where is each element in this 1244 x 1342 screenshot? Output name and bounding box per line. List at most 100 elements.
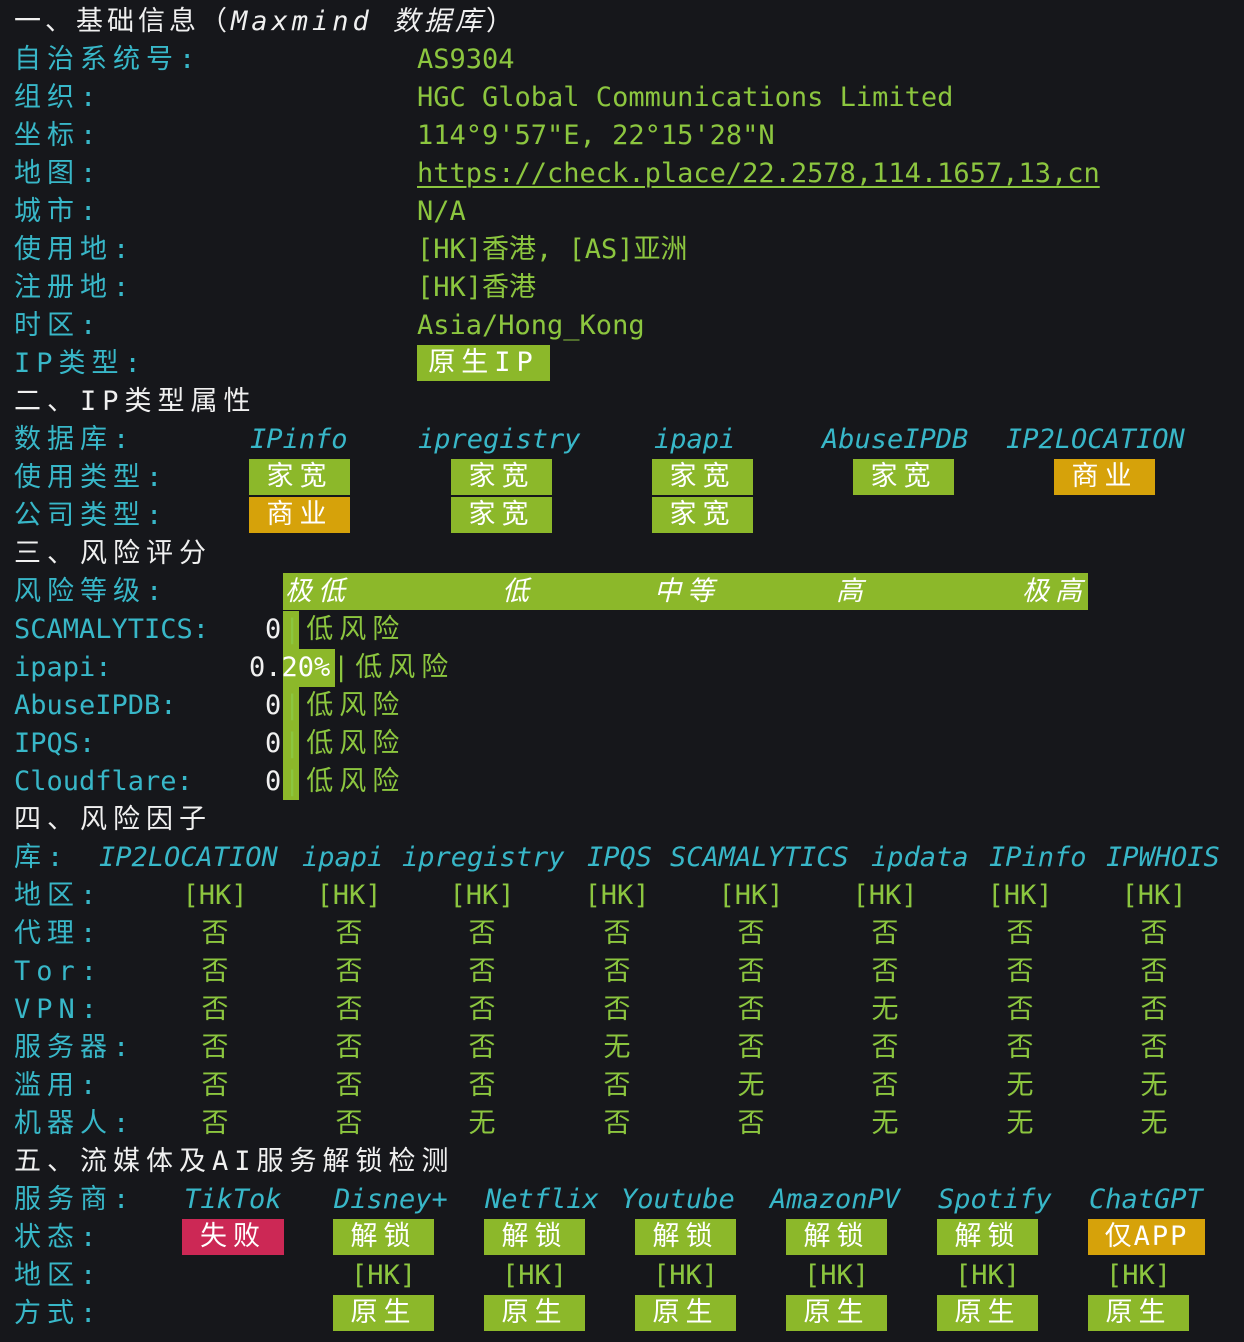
method-chatgpt: 原生: [1088, 1295, 1189, 1331]
factor-row-label: Tor:: [14, 956, 104, 987]
label-ip-type: IP类型:: [14, 348, 147, 379]
company-type-ipinfo: 商业: [249, 497, 350, 533]
factor-cell: 否: [603, 956, 631, 987]
label-risk-level: 风险等级:: [14, 576, 169, 607]
label-registered: 注册地:: [14, 272, 136, 303]
company-type-ipapi: 家宽: [652, 497, 753, 533]
factor-cell: 无: [871, 994, 899, 1025]
factor-db-ip2location: IP2LOCATION: [99, 842, 278, 873]
risk-score-ipapi-frac: 20%: [281, 652, 331, 683]
factor-cell: [HK]: [584, 880, 650, 911]
factor-cell: 否: [1006, 1032, 1034, 1063]
risk-score-cloudflare: 0: [265, 766, 282, 797]
label-library: 库:: [14, 842, 70, 873]
factor-cell: 否: [468, 1070, 496, 1101]
db-ip2location: IP2LOCATION: [1006, 424, 1185, 455]
factor-cell: 否: [603, 918, 631, 949]
usage-type-abuseipdb: 家宽: [853, 459, 954, 495]
factor-cell: 否: [201, 1032, 229, 1063]
status-tiktok: 失败: [182, 1219, 284, 1255]
service-spotify: Spotify: [938, 1184, 1052, 1215]
factor-cell: 否: [737, 1108, 765, 1139]
factor-cell: 无: [1140, 1070, 1168, 1101]
factor-cell: 无: [737, 1070, 765, 1101]
factor-cell: 否: [603, 1070, 631, 1101]
service-chatgpt: ChatGPT: [1089, 1184, 1203, 1215]
section-title-streaming: 五、流媒体及AI服务解锁检测: [14, 1146, 455, 1177]
status-spotify: 解锁: [937, 1219, 1038, 1255]
scale-very-low: 极低: [285, 576, 351, 607]
value-registered: [HK]香港: [417, 272, 537, 303]
region-spotify: [HK]: [954, 1260, 1021, 1291]
label-usage-type: 使用类型:: [14, 462, 169, 493]
factor-cell: 否: [1140, 956, 1168, 987]
risk-score-ipapi: 0.20%: [249, 649, 330, 687]
factor-db-ipdata: ipdata: [871, 842, 969, 873]
factor-cell: 无: [468, 1108, 496, 1139]
score-bar-ipapi-extension: [283, 649, 335, 687]
factor-row-label: 机器人:: [14, 1108, 136, 1139]
label-city: 城市:: [14, 196, 103, 227]
factor-cell: [HK]: [316, 880, 382, 911]
factor-cell: 否: [603, 994, 631, 1025]
status-youtube: 解锁: [635, 1219, 736, 1255]
region-disney: [HK]: [350, 1260, 417, 1291]
db-abuseipdb: AbuseIPDB: [822, 424, 969, 455]
section-title-ip-type: 二、IP类型属性: [14, 386, 257, 417]
label-asn: 自治系统号:: [14, 44, 202, 75]
factor-cell: 否: [871, 1032, 899, 1063]
factor-cell: 否: [1006, 918, 1034, 949]
factor-cell: 否: [335, 1108, 363, 1139]
factor-cell: 否: [871, 918, 899, 949]
factor-cell: 无: [1140, 1108, 1168, 1139]
risk-name-cloudflare: Cloudflare:: [14, 766, 193, 797]
label-usage-location: 使用地:: [14, 234, 136, 265]
region-youtube: [HK]: [652, 1260, 719, 1291]
risk-label-ipqs: |低风险: [284, 728, 406, 759]
factor-cell: [HK]: [718, 880, 784, 911]
factor-db-ipwhois: IPWHOIS: [1106, 842, 1220, 873]
factor-cell: 否: [737, 994, 765, 1025]
factor-cell: 否: [201, 994, 229, 1025]
map-link[interactable]: https://check.place/22.2578,114.1657,13,…: [417, 158, 1100, 189]
factor-cell: 否: [201, 956, 229, 987]
label-database: 数据库:: [14, 424, 136, 455]
factor-cell: 否: [1140, 918, 1168, 949]
status-amazonpv: 解锁: [786, 1219, 887, 1255]
factor-cell: 否: [737, 1032, 765, 1063]
factor-db-ipregistry: ipregistry: [402, 842, 565, 873]
factor-cell: [HK]: [182, 880, 248, 911]
value-usage-location: [HK]香港, [AS]亚洲: [417, 234, 688, 265]
db-ipinfo: IPinfo: [250, 424, 348, 455]
db-ipregistry: ipregistry: [418, 424, 581, 455]
factor-cell: 否: [335, 994, 363, 1025]
factor-cell: 否: [1140, 994, 1168, 1025]
scale-very-high: 极高: [1022, 576, 1088, 607]
value-org: HGC Global Communications Limited: [417, 82, 954, 113]
factor-cell: 否: [335, 918, 363, 949]
region-amazonpv: [HK]: [803, 1260, 870, 1291]
value-coords: 114°9'57"E, 22°15'28"N: [417, 120, 775, 151]
section-title-risk: 三、风险评分: [14, 538, 212, 569]
risk-name-ipapi: ipapi:: [14, 652, 112, 683]
usage-type-ipapi: 家宽: [652, 459, 753, 495]
risk-name-abuseipdb: AbuseIPDB:: [14, 690, 177, 721]
factor-cell: 否: [335, 956, 363, 987]
factor-db-ipinfo: IPinfo: [989, 842, 1087, 873]
factor-cell: 否: [201, 918, 229, 949]
factor-cell: 否: [468, 1032, 496, 1063]
factor-cell: 否: [335, 1070, 363, 1101]
factor-cell: 无: [1006, 1070, 1034, 1101]
label-timezone: 时区:: [14, 310, 103, 341]
factor-cell: 无: [1006, 1108, 1034, 1139]
factor-cell: 否: [468, 956, 496, 987]
label-map: 地图:: [14, 158, 103, 189]
label-coords: 坐标:: [14, 120, 103, 151]
risk-score-scamalytics: 0: [265, 614, 282, 645]
risk-label-cloudflare: |低风险: [284, 766, 406, 797]
label-method: 方式:: [14, 1298, 103, 1329]
title-prefix: 一、基础信息（: [14, 6, 231, 37]
section-title-factors: 四、风险因子: [14, 804, 212, 835]
factor-cell: 否: [871, 956, 899, 987]
factor-cell: 无: [871, 1108, 899, 1139]
